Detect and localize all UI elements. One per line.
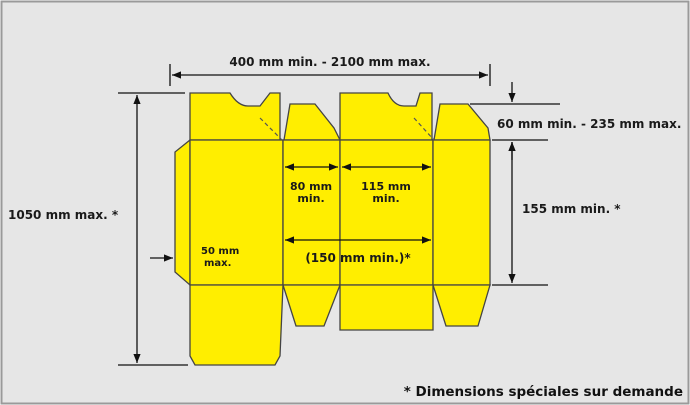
- width-range-label: 400 mm min. - 2100 mm max.: [229, 55, 430, 69]
- height-max-label: 1050 mm max. *: [8, 208, 119, 222]
- top-flap-left: [189, 92, 281, 141]
- side-panel-label-line2: min.: [297, 192, 324, 205]
- fold-line-left: [259, 117, 283, 141]
- combined-width-label: (150 mm min.)*: [305, 251, 411, 265]
- top-flap-right: [339, 92, 433, 141]
- dimension-lines: [118, 64, 560, 366]
- footnote: * Dimensions spéciales sur demande: [404, 384, 683, 400]
- panel-side-right: [432, 139, 491, 286]
- body-height-label: 155 mm min. *: [522, 202, 621, 216]
- bottom-flap-right: [339, 284, 434, 331]
- side-panel-label-line1: 80 mm: [290, 180, 332, 193]
- glue-flap: [174, 138, 191, 287]
- fold-line-right: [413, 117, 435, 141]
- front-panel-label-line1: 115 mm: [361, 180, 411, 193]
- bottom-flap-left: [189, 284, 284, 366]
- bottom-flap-side-left: [282, 284, 341, 327]
- flap-depth-label: 60 mm min. - 235 mm max.: [497, 117, 681, 131]
- front-panel-label-line2: min.: [372, 192, 399, 205]
- glue-flap-label-line2: max.: [204, 258, 231, 269]
- bottom-flap-side-right: [432, 284, 491, 327]
- glue-flap-label-line1: 50 mm: [201, 246, 239, 257]
- panel-back: [189, 139, 284, 286]
